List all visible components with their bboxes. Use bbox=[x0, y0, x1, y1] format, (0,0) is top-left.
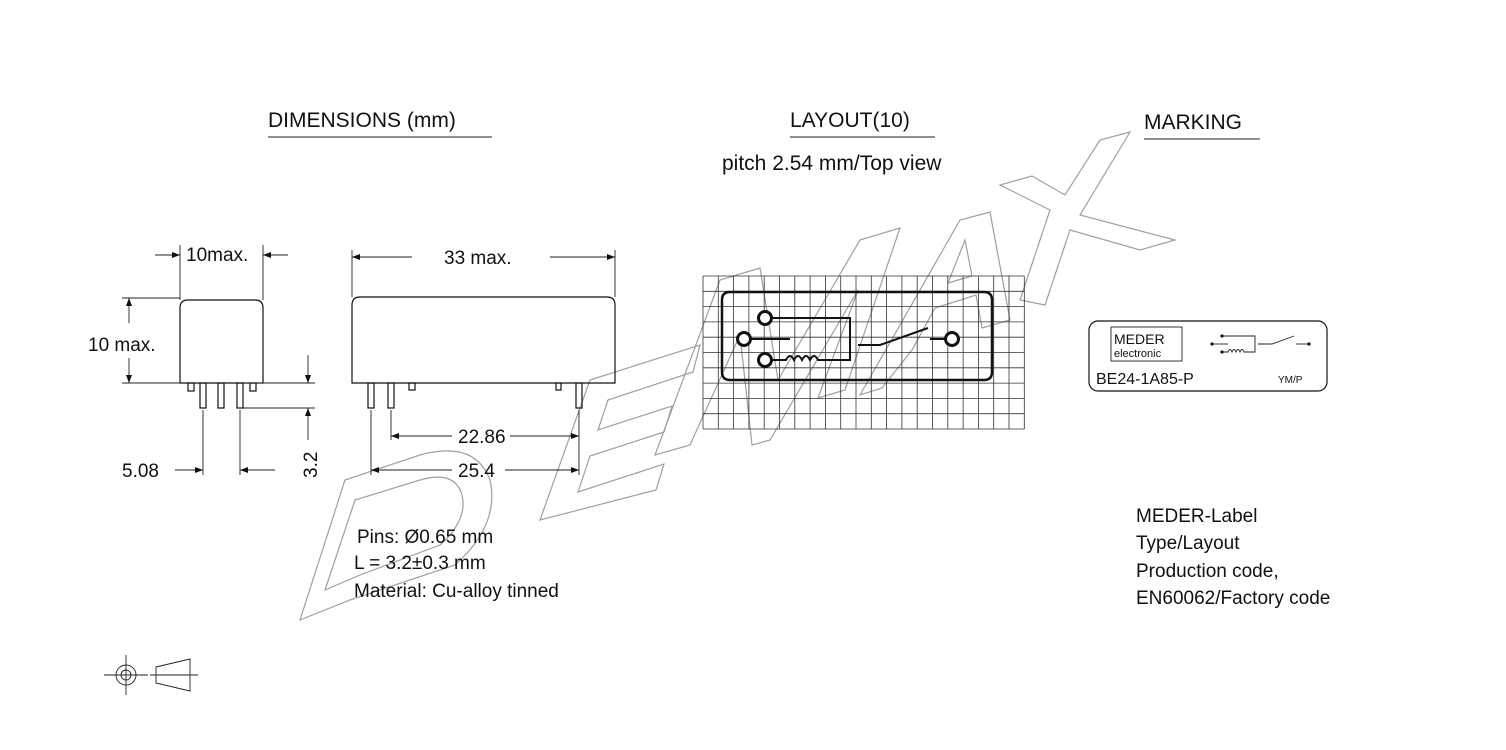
pins-note-line1: Pins: Ø0.65 mm bbox=[357, 527, 493, 548]
dimensions-heading: DIMENSIONS (mm) bbox=[268, 109, 456, 132]
front-pin-2 bbox=[387, 382, 395, 409]
pin-length-label: 3.2 bbox=[301, 452, 322, 478]
width-max-label: 10max. bbox=[186, 245, 248, 266]
front-pin-1 bbox=[367, 382, 375, 409]
meder-logo-text: MEDER bbox=[1114, 331, 1165, 347]
front-view: 33 max. 22.86 25.4 bbox=[351, 248, 616, 482]
projection-symbol-icon bbox=[104, 655, 198, 695]
relay-symbol-icon bbox=[1210, 334, 1311, 354]
side-pin-right bbox=[236, 382, 244, 409]
footprint-pad-1 bbox=[757, 310, 773, 326]
pins-note-line3: Material: Cu-alloy tinned bbox=[354, 581, 559, 602]
front-view-body bbox=[351, 296, 616, 384]
span-outer-label: 25.4 bbox=[458, 461, 495, 482]
pins-note: Pins: Ø0.65 mm L = 3.2±0.3 mm Material: … bbox=[354, 527, 559, 602]
length-max-label: 33 max. bbox=[444, 248, 512, 269]
watermark bbox=[299, 131, 1178, 622]
marking-type-text: BE24-1A85-P bbox=[1096, 371, 1194, 388]
pin-pitch-label: 5.08 bbox=[122, 461, 159, 482]
footprint-pad-4 bbox=[944, 331, 960, 347]
legend-line2: Type/Layout bbox=[1136, 533, 1240, 554]
layout-grid bbox=[702, 275, 1025, 430]
side-view-body bbox=[179, 299, 264, 384]
front-pin-3 bbox=[575, 382, 583, 409]
marking-heading: MARKING bbox=[1144, 111, 1242, 134]
pins-note-line2: L = 3.2±0.3 mm bbox=[354, 553, 486, 574]
marking-label: MEDER electronic BE24-1A85-P YM/P bbox=[1088, 320, 1328, 392]
marking-label-frame bbox=[1088, 320, 1328, 392]
marking-legend: MEDER-Label Type/Layout Production code,… bbox=[1136, 506, 1330, 609]
footprint-pad-3 bbox=[757, 352, 773, 368]
height-max-label: 10 max. bbox=[88, 335, 156, 356]
side-view: 10max. 10 max. 5.08 3.2 bbox=[88, 245, 322, 482]
layout-subheading: pitch 2.54 mm/Top view bbox=[722, 152, 942, 175]
meder-logo-subtext: electronic bbox=[1114, 348, 1162, 360]
meder-logo-box bbox=[1110, 326, 1183, 362]
span-inner-label: 22.86 bbox=[458, 427, 506, 448]
side-pin-mid bbox=[217, 382, 225, 409]
legend-line3: Production code, bbox=[1136, 561, 1279, 582]
layout-footprint bbox=[720, 290, 994, 382]
legend-line4: EN60062/Factory code bbox=[1136, 588, 1330, 609]
footprint-pad-2 bbox=[736, 331, 752, 347]
layout-heading: LAYOUT(10) bbox=[790, 109, 910, 132]
legend-line1: MEDER-Label bbox=[1136, 506, 1257, 527]
side-pin-left bbox=[199, 382, 207, 409]
marking-code-text: YM/P bbox=[1278, 375, 1303, 386]
